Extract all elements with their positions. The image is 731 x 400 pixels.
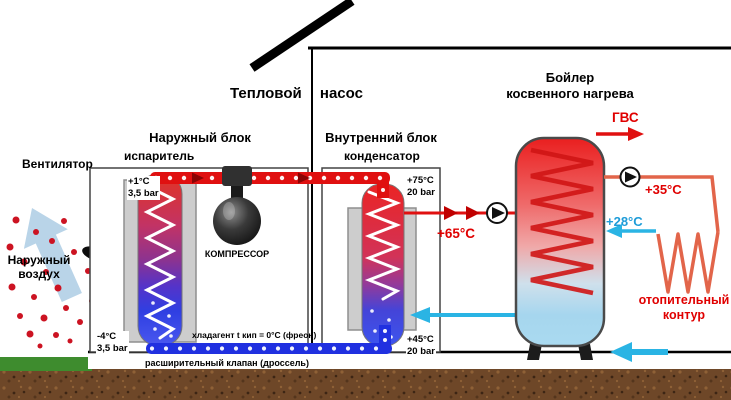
condenser-to-boiler-lines	[404, 202, 516, 323]
hot-flow-arrow-icon	[298, 172, 310, 184]
cold-pipe-bubbles	[149, 329, 387, 351]
dhw-line	[596, 127, 644, 141]
compressor-icon	[213, 166, 261, 245]
condenser-outlet-pressure: 20 bar	[407, 345, 435, 357]
circulation-pump-icon	[486, 202, 508, 224]
boiler-leg	[527, 344, 542, 360]
diagram-title: Тепловой насос	[230, 85, 363, 102]
evaporator-inlet-temp: +1°C	[128, 176, 150, 187]
evaporator-unit	[123, 173, 197, 347]
heating-return-arrow-icon	[606, 224, 622, 238]
grass	[0, 357, 92, 371]
return-flow-arrow-icon	[410, 307, 430, 323]
condenser-coil	[364, 190, 402, 301]
expansion-valve-note: расширительный клапан (дроссель)	[144, 358, 310, 370]
outdoor-unit-box	[89, 167, 309, 353]
evaporator-coil	[143, 184, 177, 340]
boiler-leg	[578, 344, 593, 360]
refrigerant-note: хладагент t кип = 0°C (фреон)	[192, 330, 317, 340]
dhw-arrow-icon	[628, 127, 644, 141]
boiler-coil	[530, 147, 594, 296]
condenser-outlet-temp: +45°C	[407, 334, 434, 345]
condenser-outlet-readout: +45°C 20 bar	[406, 334, 436, 358]
cold-inlet-arrow-icon	[610, 342, 632, 362]
cold-refrigerant-pipe	[146, 325, 392, 354]
indoor-unit-label: Внутренний блок	[325, 130, 437, 145]
outdoor-unit-label: Наружный блок	[149, 130, 251, 145]
soil	[0, 369, 731, 400]
compressor-label: КОМПРЕССОР	[204, 249, 270, 259]
evaporator-outlet-temp: -4°C	[97, 331, 117, 342]
circulation-pump-icon	[619, 166, 641, 188]
condenser-unit	[347, 183, 417, 347]
roof-line	[249, 0, 355, 72]
condenser-inlet-temp: +75°C	[407, 175, 434, 186]
heating-circuit-label: отопительный контур	[638, 293, 730, 322]
evaporator-label: испаритель	[124, 149, 195, 163]
outside-air-label: Наружный воздух	[7, 253, 71, 282]
heating-circuit-lines	[604, 166, 720, 362]
evaporator-inlet-pressure: 3,5 bar	[128, 187, 159, 199]
evaporator-outlet-pressure: 3,5 bar	[97, 342, 128, 354]
hot-flow-arrow-icon	[444, 206, 458, 220]
boiler-tank	[514, 136, 606, 360]
condenser-inlet-readout: +75°C 20 bar	[406, 175, 436, 199]
hot-flow-arrow-icon	[466, 206, 480, 220]
heating-return-temp: +28°C	[606, 214, 643, 229]
hot-refrigerant-pipe	[150, 172, 390, 198]
evaporator-outlet-readout: -4°C 3,5 bar	[96, 331, 129, 355]
dhw-label: ГВС	[612, 110, 639, 125]
hot-flow-arrow-icon	[192, 172, 204, 184]
evaporator-inlet-readout: +1°C 3,5 bar	[127, 176, 160, 200]
heating-supply-temp: +35°C	[645, 182, 682, 197]
condenser-inlet-pressure: 20 bar	[407, 186, 435, 198]
heating-coil	[656, 231, 720, 294]
fan-label: Вентилятор	[22, 157, 93, 171]
condenser-label: конденсатор	[344, 149, 420, 163]
boiler-label: Бойлер косвенного нагрева	[506, 70, 634, 101]
ground	[0, 353, 731, 400]
boiler-supply-temp: +65°C	[437, 226, 476, 241]
